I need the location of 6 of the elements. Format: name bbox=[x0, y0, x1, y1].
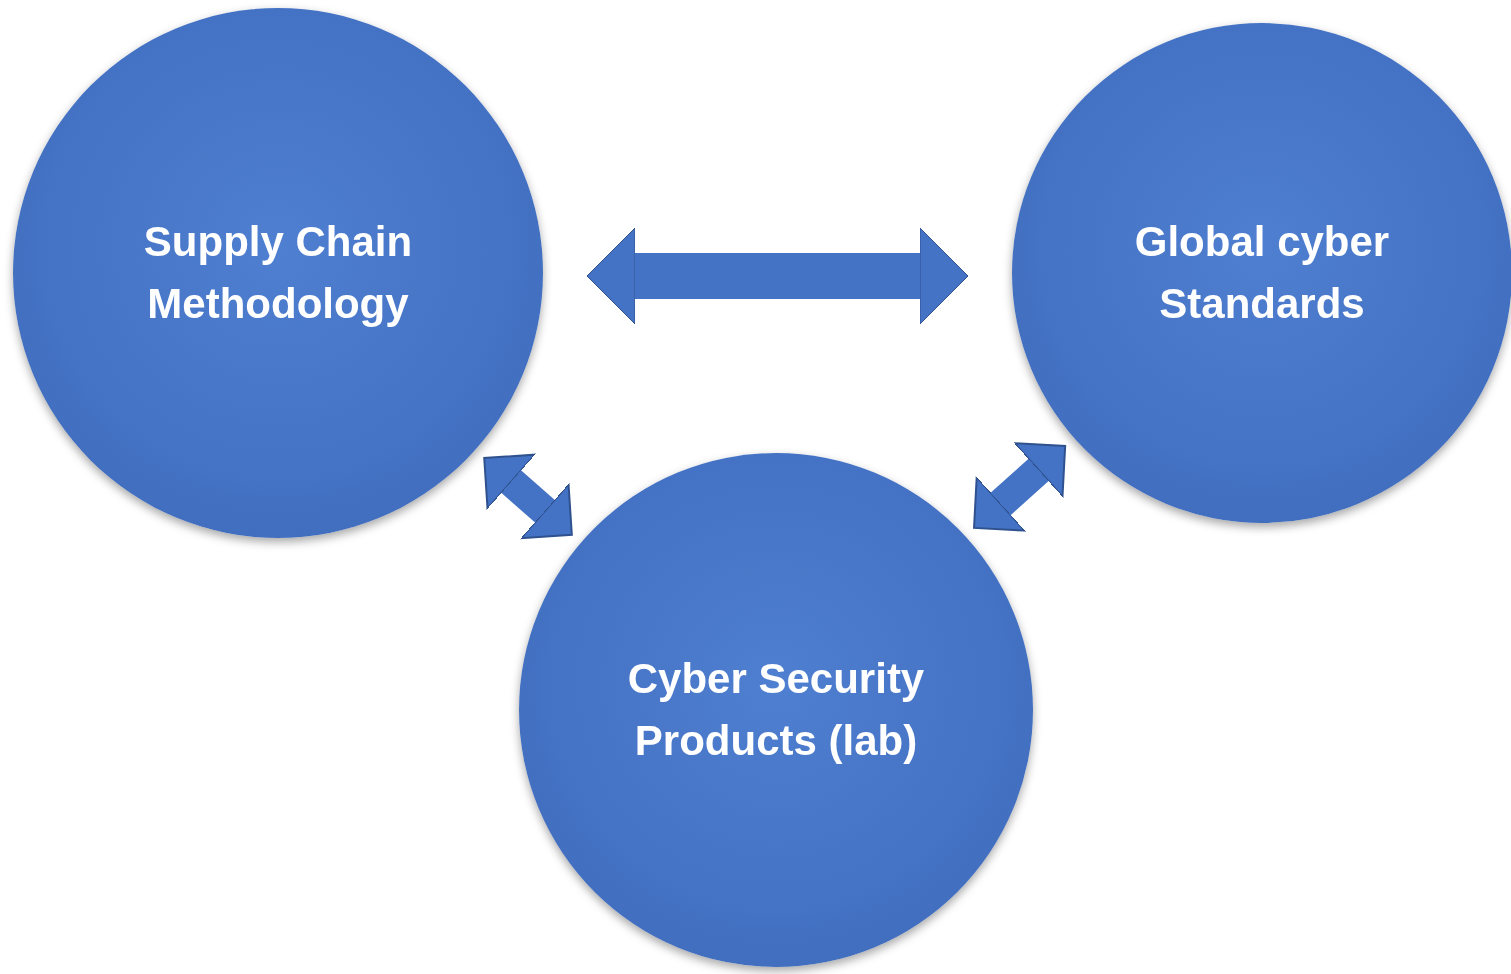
double-arrow bbox=[586, 227, 969, 325]
node-label: Global cyber Standards bbox=[1133, 217, 1391, 329]
node-label: Supply Chain Methodology bbox=[142, 217, 414, 329]
double-arrow bbox=[483, 453, 573, 540]
double-arrow bbox=[973, 442, 1067, 532]
node-label: Cyber Security Products (lab) bbox=[626, 654, 926, 766]
